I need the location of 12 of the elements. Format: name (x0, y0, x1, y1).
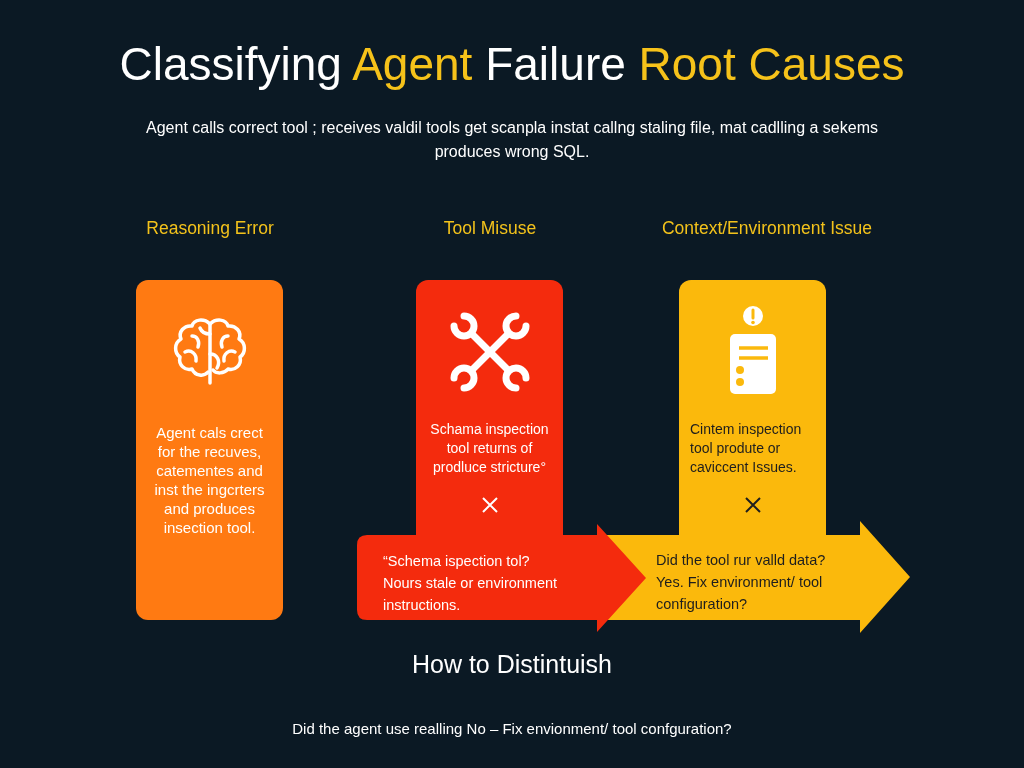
question-text: Did the agent use realling No – Fix envionment/ tool confguration? (291, 719, 733, 739)
card-text: Agent cals crect for the recuves, catementes and inst the ingcrters and produces insection tool. (153, 423, 266, 537)
card-text: Schama inspection tool returns of prodluce stricture° (429, 420, 550, 477)
section-heading: How to Distintuish (410, 649, 614, 680)
column-heading: Reasoning Error (145, 217, 275, 240)
card-text: Cintem inspection tool produte or caviccent Issues. (690, 420, 803, 477)
column-heading: Context/Environment Issue (660, 217, 874, 240)
arrow-text: “Schema ispection tol? Nours stale or environment instructions. (383, 552, 559, 615)
column-heading: Tool Misuse (442, 217, 538, 240)
arrow-text: Did the tool rur valld data? Yes. Fix environment/ tool configuration? (656, 551, 827, 614)
subtitle: Agent calls correct tool ; receives valdil tools get scanpla instat callng staling file, mat cadlling a sekems produces wrong SQL. (145, 118, 879, 162)
title: Classifying Agent Failure Root Causes (118, 37, 906, 92)
